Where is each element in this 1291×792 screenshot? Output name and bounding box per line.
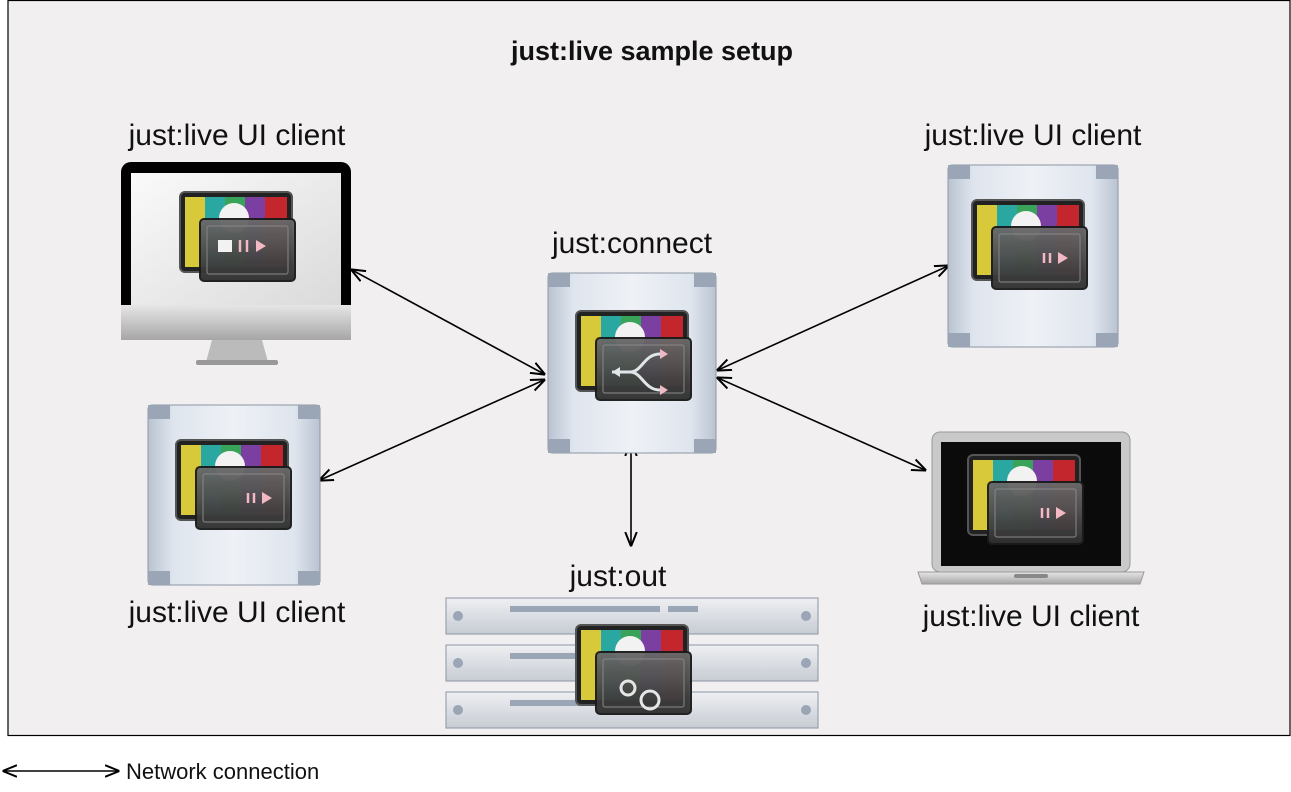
tower-client-right: just:live UI client (924, 119, 1142, 348)
tower-client-left: just:live UI client (128, 404, 346, 629)
out-server: just:out (445, 560, 819, 729)
legend-label: Network connection (126, 759, 319, 784)
laptop-client: just:live UI client (917, 431, 1145, 633)
imac-client: just:live UI client (121, 119, 351, 365)
connect-server-label: just:connect (551, 227, 713, 260)
diagram-title: just:live sample setup (510, 36, 793, 66)
tower-client-left-label: just:live UI client (128, 596, 346, 629)
out-server-label: just:out (569, 560, 667, 593)
link-tower-right-connect (718, 266, 948, 370)
connect-server: just:connect (547, 227, 717, 454)
imac-client-label: just:live UI client (128, 119, 346, 152)
gears-icon (619, 679, 661, 711)
link-laptop-connect (718, 378, 925, 470)
tower-client-right-label: just:live UI client (924, 119, 1142, 152)
link-tower-left-connect (320, 380, 544, 480)
laptop-client-label: just:live UI client (922, 600, 1140, 633)
network-links (320, 266, 948, 545)
link-imac-connect (352, 270, 544, 374)
legend: Network connection (4, 759, 319, 784)
